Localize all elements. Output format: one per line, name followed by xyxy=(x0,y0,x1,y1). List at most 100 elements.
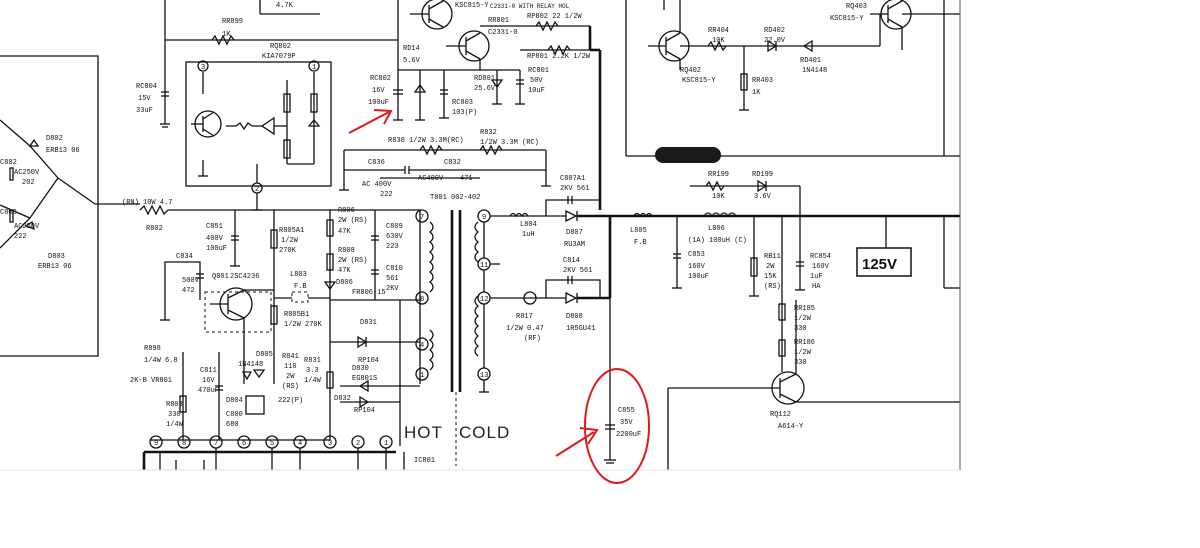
scan-borders xyxy=(0,0,961,471)
c807-label: C807A1 xyxy=(560,175,585,183)
c855-capacitor: C855 35V 2200uF xyxy=(604,298,641,464)
r808-value: 47K xyxy=(338,267,351,275)
primary-side: R806 2W (RS) 47K R808 2W (RS) 47K D806 F… xyxy=(130,207,420,446)
rq802-label: RQ802 xyxy=(270,43,291,51)
c471-label: 471 xyxy=(460,175,473,183)
ic801-pin9: 9 xyxy=(154,440,158,448)
l803-value: F.B xyxy=(294,283,307,291)
c814-label: C814 xyxy=(563,257,580,265)
r830-label: R830 1/2W 3.3M(RC) xyxy=(388,137,464,145)
c800-label: C800 xyxy=(226,411,243,419)
r805b-label: R805B1 xyxy=(284,311,309,319)
c855-label: C855 xyxy=(618,407,635,415)
r832-label: R832 xyxy=(480,129,497,137)
main-rail: L805 F.B L806 (1A) 100uH (C) C853 160V 1… xyxy=(610,212,960,470)
r899-value: 1K xyxy=(222,31,231,39)
c814-value: 2KV 561 xyxy=(563,267,592,275)
rd401-part: 1N4148 xyxy=(802,67,827,75)
c810-label: C810 xyxy=(386,265,403,273)
l806-value: (1A) 100uH (C) xyxy=(688,237,747,245)
t801-pin3: 1 xyxy=(420,372,424,380)
rd402-label: RD402 xyxy=(764,27,785,35)
r802-label: R802 xyxy=(146,225,163,233)
top-res-label: 4.7K xyxy=(276,2,294,10)
rc802-voltage: 16V xyxy=(372,87,385,95)
ic801-pin7: 7 xyxy=(214,440,218,448)
d805-label: D805 xyxy=(256,351,273,359)
rc803-value: 103(P) xyxy=(452,109,477,117)
rc801-voltage: 50V xyxy=(530,77,543,85)
rc854-type: HA xyxy=(812,283,821,291)
c836-label: C836 xyxy=(368,159,385,167)
d803-label: D803 xyxy=(48,253,65,261)
d802-part: ERB13 06 xyxy=(46,147,80,155)
rq402-part: KSC815-Y xyxy=(682,77,716,85)
d831-part: RP104 xyxy=(358,357,379,365)
ic801-pin8: 8 xyxy=(182,440,186,448)
c851-label: C851 xyxy=(206,223,223,231)
r803-power: 1/4W xyxy=(166,421,184,429)
rr186-power: 1/2W xyxy=(794,349,812,357)
arrow-to-rc802 xyxy=(348,109,393,134)
d806-label: D806 xyxy=(336,279,353,287)
r817-type: (RF) xyxy=(524,335,541,343)
r841-type: (RS) xyxy=(282,383,299,391)
c2331-label: C2331-0 xyxy=(488,29,517,37)
d831-label: D831 xyxy=(360,319,377,327)
c851-voltage: 400V xyxy=(206,235,224,243)
d830-part: EG801S xyxy=(352,375,377,383)
red-annotations xyxy=(348,109,650,484)
ic801-pin6: 6 xyxy=(242,440,246,448)
rr199-value: 10K xyxy=(712,193,725,201)
rq403-label: RQ403 xyxy=(846,3,867,11)
c811-voltage: 16V xyxy=(202,377,215,385)
r803-value: 330 xyxy=(168,411,181,419)
c809-label: C809 xyxy=(386,223,403,231)
c800-type: 222(P) xyxy=(278,397,303,405)
top-wiring: RR899 1K 4.7K RC804 15V 33uF RD14 5.6V K… xyxy=(136,0,602,210)
rc804-label: RC804 xyxy=(136,83,157,91)
ac400b-label: AC400V xyxy=(418,175,444,183)
rp802-label: RP802 22 1/2W xyxy=(527,13,582,21)
rq802-part: KIA7079P xyxy=(262,53,296,61)
rb11-type: (RS) xyxy=(764,283,781,291)
c851-cap: 100uF xyxy=(206,245,227,253)
rq802-pin3: 3 xyxy=(201,64,205,72)
r817-label: R817 xyxy=(516,313,533,321)
rd14-label: RD14 xyxy=(403,45,420,53)
r806-voltage: 2W (RS) xyxy=(338,217,367,225)
secondary-rectifiers: L804 1uH C807A1 2KV 561 D807 RU3AM C814 … xyxy=(490,175,612,343)
c855-highlight-circle xyxy=(584,368,650,484)
rc801-label: RC801 xyxy=(528,67,549,75)
rr403-value: 1K xyxy=(752,89,761,97)
ferrite-bead xyxy=(655,147,721,163)
r841-power: 2W xyxy=(286,373,295,381)
rb11-label: RB11 xyxy=(764,253,781,261)
d804-label: D804 xyxy=(226,397,243,405)
r808-label: R808 xyxy=(338,247,355,255)
c810-voltage: 2KV xyxy=(386,285,399,293)
hot-label: HOT xyxy=(404,423,443,442)
c811-cap: 470uF xyxy=(198,387,219,395)
r831-value: 3.3 xyxy=(306,367,319,375)
d808-part: 1R5GU41 xyxy=(566,325,595,333)
c802-voltage: AC250V xyxy=(14,169,40,177)
c855-cap: 2200uF xyxy=(616,431,641,439)
rr404-value: 10K xyxy=(712,37,725,45)
r898-label: R898 xyxy=(144,345,161,353)
rb11-power: 2W xyxy=(766,263,775,271)
r806-label: R806 xyxy=(338,207,355,215)
rc801-cap: 10uF xyxy=(528,87,545,95)
cold-label: COLD xyxy=(459,423,510,442)
r817-value: 1/2W 0.47 xyxy=(506,325,544,333)
protection-circuit: RR199 10K RD199 3.6V RQ402 KSC815-Y RR40… xyxy=(625,0,960,289)
l804-label: L804 xyxy=(520,221,537,229)
r841-label: R841 xyxy=(282,353,299,361)
rq802-pin1: 1 xyxy=(312,64,316,72)
c222-label: 222 xyxy=(380,191,393,199)
q801-part: 2SC4236 xyxy=(230,273,259,281)
c807-value: 2KV 561 xyxy=(560,185,589,193)
rr185-label: RR185 xyxy=(794,305,815,313)
l805-label: L805 xyxy=(630,227,647,235)
